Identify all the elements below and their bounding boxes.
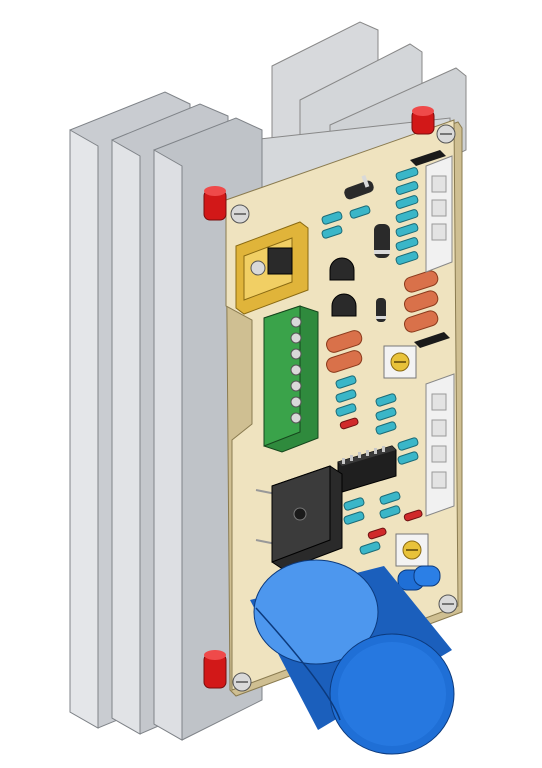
mounting-screw bbox=[230, 204, 250, 224]
electrolytic-capacitor bbox=[250, 559, 455, 755]
resistor bbox=[375, 421, 397, 435]
red-standoff bbox=[411, 106, 435, 135]
heatsink-fin-face bbox=[111, 139, 141, 735]
standoffs bbox=[203, 106, 435, 689]
inductor bbox=[326, 350, 363, 373]
voltage-regulator-with-bracket bbox=[235, 221, 309, 315]
terminal-screw bbox=[290, 332, 302, 344]
inductor bbox=[403, 310, 439, 333]
mounting-screw bbox=[436, 124, 456, 144]
diode bbox=[374, 224, 390, 258]
heatsink-fin-face bbox=[153, 149, 183, 741]
red-resistors bbox=[339, 417, 423, 540]
terminal-screw bbox=[290, 316, 302, 328]
resistor bbox=[343, 497, 365, 511]
resistor bbox=[395, 181, 419, 195]
trimmer-potentiometer bbox=[383, 345, 417, 379]
white-header-connector bbox=[425, 373, 455, 517]
terminal-screw bbox=[290, 396, 302, 408]
resistor bbox=[395, 195, 419, 209]
transistor bbox=[331, 293, 357, 317]
black-clip bbox=[410, 150, 450, 348]
resistor bbox=[379, 491, 401, 505]
resistor bbox=[335, 389, 357, 403]
resistor bbox=[339, 417, 359, 430]
resistor bbox=[321, 225, 343, 239]
resistor bbox=[321, 211, 343, 225]
mounting-screw bbox=[438, 594, 458, 614]
resistors bbox=[321, 167, 419, 555]
resistor bbox=[359, 541, 381, 555]
resistor bbox=[397, 437, 419, 451]
terminal-screw bbox=[290, 412, 302, 424]
dip-ic bbox=[337, 445, 397, 493]
inductors bbox=[326, 270, 439, 373]
mounting-screws bbox=[230, 124, 458, 692]
inductor bbox=[326, 330, 363, 353]
terminal-screw bbox=[290, 348, 302, 360]
white-header-connectors bbox=[425, 155, 455, 517]
trimmer-potentiometer bbox=[395, 533, 429, 567]
mounting-screw bbox=[232, 672, 252, 692]
resistor bbox=[397, 451, 419, 465]
terminal-screw bbox=[290, 380, 302, 392]
resistor bbox=[395, 209, 419, 223]
resistor bbox=[335, 403, 357, 417]
red-standoff bbox=[203, 650, 227, 689]
resistor bbox=[395, 223, 419, 237]
resistor bbox=[379, 505, 401, 519]
resistor bbox=[343, 511, 365, 525]
white-header-connector bbox=[425, 155, 453, 273]
diode bbox=[376, 298, 386, 322]
resistor bbox=[395, 237, 419, 251]
green-terminal-block bbox=[263, 305, 319, 453]
resistor bbox=[395, 167, 419, 181]
inductor bbox=[403, 290, 439, 313]
heatsink-fin-face bbox=[69, 129, 99, 729]
resistor bbox=[375, 393, 397, 407]
terminal-screw bbox=[290, 364, 302, 376]
resistor bbox=[367, 527, 387, 540]
resistor bbox=[375, 407, 397, 421]
resistor bbox=[395, 251, 419, 265]
bridge-rectifier bbox=[255, 465, 343, 571]
resistor bbox=[349, 205, 371, 219]
red-standoff bbox=[203, 186, 227, 221]
inductor bbox=[403, 270, 439, 293]
diode bbox=[344, 174, 374, 200]
resistor bbox=[335, 375, 357, 389]
transistor bbox=[329, 257, 355, 281]
small-capacitor bbox=[397, 565, 441, 591]
resistor bbox=[403, 509, 423, 522]
